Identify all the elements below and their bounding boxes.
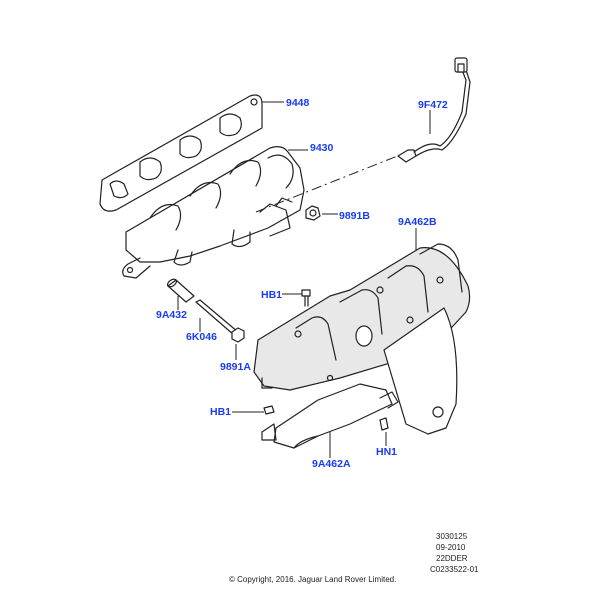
callout-6K046: 6K046: [186, 331, 217, 343]
callout-9A432: 9A432: [156, 309, 187, 321]
callout-hb1-upper: HB1: [261, 289, 282, 301]
upper-heat-shield: [253, 243, 471, 435]
oxygen-sensor: [397, 57, 471, 163]
bolt-hb1-lower-part: [263, 405, 275, 415]
footer-ref-4: C0233522-01: [430, 565, 479, 574]
callout-9891B: 9891B: [339, 210, 370, 222]
callout-9F472: 9F472: [418, 99, 448, 111]
callout-hb1-lower: HB1: [210, 406, 231, 418]
footer-ref-1: 3030125: [436, 532, 468, 541]
footer-ref-2: 09-2010: [436, 543, 466, 552]
lower-heat-shield: [261, 374, 399, 449]
footer-ref-3: 22DDER: [436, 554, 468, 563]
spacer-part: [166, 278, 195, 303]
centerline: [255, 154, 401, 213]
callout-9A462B: 9A462B: [398, 216, 437, 228]
callout-9430: 9430: [310, 142, 334, 154]
nut-9891A-part: [231, 327, 245, 343]
callout-HN1: HN1: [376, 446, 397, 458]
bolt-hb1-upper-part: [301, 289, 311, 307]
nut-hn1-part: [379, 417, 389, 431]
nut-9891B-part: [305, 205, 321, 221]
callout-9A462A: 9A462A: [312, 458, 351, 470]
manifold-gasket: [99, 94, 263, 212]
footer-copyright: © Copyright, 2016. Jaguar Land Rover Lim…: [229, 575, 397, 584]
exhaust-manifold: [122, 146, 305, 279]
callout-9448: 9448: [286, 97, 310, 109]
leader-lines: [177, 101, 431, 458]
callout-9891A: 9891A: [220, 361, 251, 373]
stud-part: [195, 299, 239, 336]
